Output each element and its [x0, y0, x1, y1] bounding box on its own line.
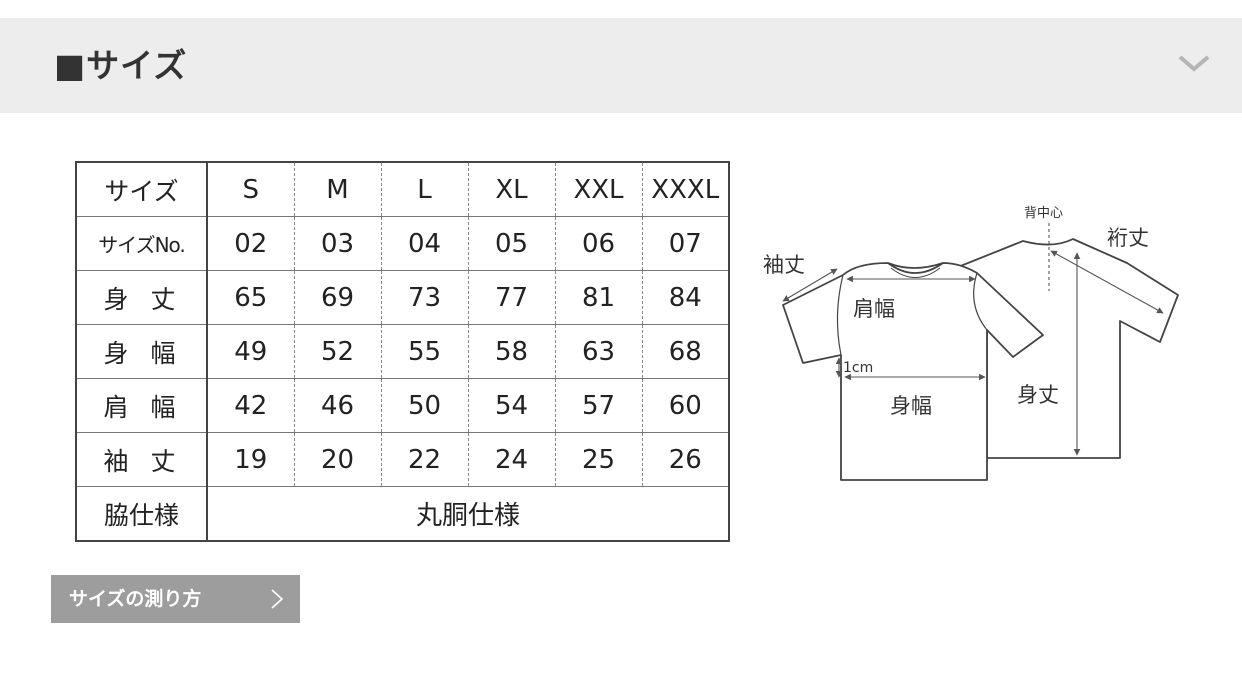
- table-cell: 60: [641, 378, 730, 433]
- table-cell: 73: [380, 270, 469, 325]
- table-cell: 06: [554, 216, 643, 271]
- size-measure-guide-label: サイズの測り方: [69, 588, 202, 610]
- chevron-down-icon[interactable]: [1174, 48, 1214, 78]
- table-cell: 19: [206, 432, 295, 487]
- table-cell: 05: [467, 216, 556, 271]
- label-back-center: 背中心: [1024, 206, 1063, 221]
- section-title: ■サイズ: [54, 46, 188, 85]
- table-row: 身幅 49 52 55 58 63 68: [75, 324, 730, 379]
- chevron-right-icon: [271, 589, 284, 609]
- row-header: 身丈: [75, 270, 208, 325]
- table-cell: 52: [293, 324, 382, 379]
- table-cell: 04: [380, 216, 469, 271]
- table-cell: 20: [293, 432, 382, 487]
- table-row: 身丈 65 69 73 77 81 84: [75, 270, 730, 325]
- size-section-header[interactable]: ■サイズ: [0, 18, 1242, 113]
- table-cell: 57: [554, 378, 643, 433]
- row-header: 脇仕様: [75, 486, 208, 542]
- side-spec-value: 丸胴仕様: [207, 486, 730, 542]
- tshirt-measurement-diagram: 背中心 裄丈 袖丈 肩幅 1cm 身幅 身丈: [763, 206, 1179, 481]
- size-header: XXXL: [641, 161, 730, 217]
- table-row: 脇仕様 丸胴仕様: [75, 486, 730, 542]
- size-header: XXL: [554, 161, 643, 217]
- tshirt-collar: [887, 262, 944, 274]
- row-header: 身幅: [75, 324, 208, 379]
- row-header: サイズNo.: [75, 216, 208, 271]
- row-header: 肩幅: [75, 378, 208, 433]
- table-cell: 42: [206, 378, 295, 433]
- label-one-cm: 1cm: [843, 360, 873, 376]
- table-cell: 54: [467, 378, 556, 433]
- table-row: 肩幅 42 46 50 54 57 60: [75, 378, 730, 433]
- row-header: 袖丈: [75, 432, 208, 487]
- table-cell: 81: [554, 270, 643, 325]
- tshirt-back-outline: [957, 238, 1179, 459]
- table-cell: 22: [380, 432, 469, 487]
- label-yuki: 裄丈: [1107, 226, 1149, 250]
- label-body-width: 身幅: [890, 394, 932, 418]
- table-cell: 49: [206, 324, 295, 379]
- table-cell: 25: [554, 432, 643, 487]
- table-cell: 63: [554, 324, 643, 379]
- row-header: サイズ: [75, 161, 208, 217]
- table-cell: 03: [293, 216, 382, 271]
- table-row: 袖丈 19 20 22 24 25 26: [75, 432, 730, 487]
- label-body-length: 身丈: [1017, 383, 1059, 407]
- table-cell: 58: [467, 324, 556, 379]
- table-cell: 68: [641, 324, 730, 379]
- size-header: XL: [467, 161, 556, 217]
- table-cell: 84: [641, 270, 730, 325]
- table-cell: 77: [467, 270, 556, 325]
- size-header: L: [380, 161, 469, 217]
- label-shoulder-width: 肩幅: [853, 297, 895, 321]
- table-cell: 07: [641, 216, 730, 271]
- size-header: M: [293, 161, 382, 217]
- size-header: S: [206, 161, 295, 217]
- size-measure-guide-button[interactable]: サイズの測り方: [51, 575, 300, 623]
- table-row: サイズ S M L XL XXL XXXL: [75, 161, 730, 217]
- table-cell: 55: [380, 324, 469, 379]
- size-table: サイズ S M L XL XXL XXXL サイズNo. 02 03 04 05…: [75, 161, 730, 542]
- table-cell: 69: [293, 270, 382, 325]
- table-cell: 24: [467, 432, 556, 487]
- table-row: サイズNo. 02 03 04 05 06 07: [75, 216, 730, 271]
- table-cell: 26: [641, 432, 730, 487]
- table-cell: 46: [293, 378, 382, 433]
- table-cell: 65: [206, 270, 295, 325]
- table-cell: 02: [206, 216, 295, 271]
- table-cell: 50: [380, 378, 469, 433]
- label-sleeve-length: 袖丈: [763, 253, 805, 277]
